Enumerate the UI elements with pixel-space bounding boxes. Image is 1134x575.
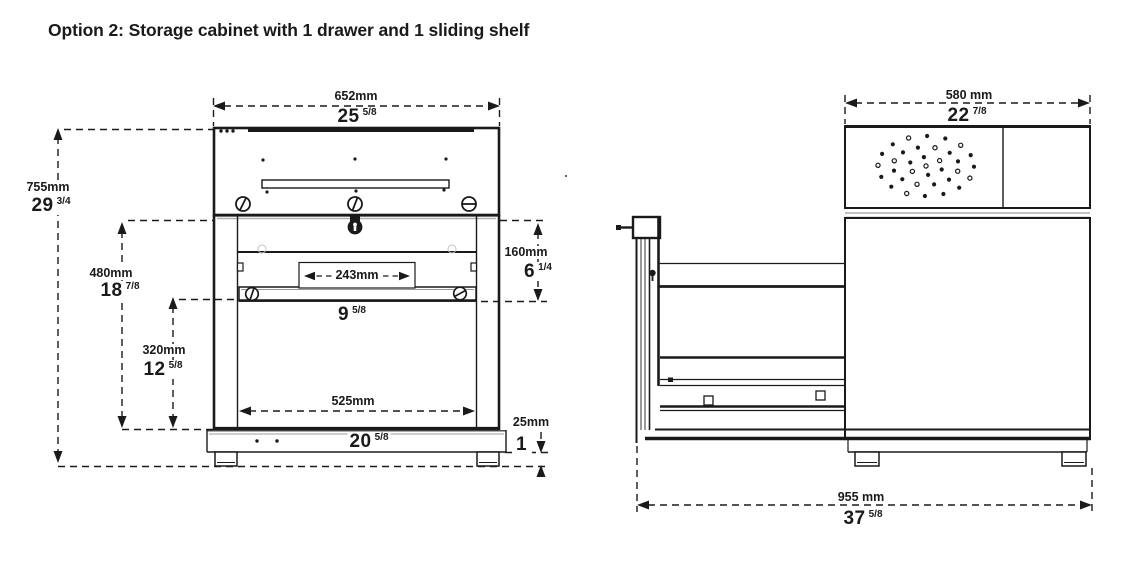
side-rails xyxy=(645,262,1090,441)
inch-value: 6 xyxy=(524,261,536,282)
front-base-feet xyxy=(206,426,507,467)
dim-foot-height-in: 1 xyxy=(513,434,533,455)
dim-opening-height-mm: 480mm xyxy=(87,266,135,280)
drawer-handle xyxy=(261,179,450,189)
inch-fraction: 5/8 xyxy=(362,107,377,118)
inch-value: 1 xyxy=(515,434,528,455)
side-view-dimension-lines xyxy=(636,95,1093,512)
sliding-shelf xyxy=(238,286,477,302)
dim-overall-depth-mm: 955 mm xyxy=(835,490,887,504)
side-feet xyxy=(854,451,1087,467)
inch-fraction: 7/8 xyxy=(972,106,987,117)
front-view-drawing xyxy=(206,126,507,467)
inch-value: 37 xyxy=(843,508,866,529)
inch-fraction: 5/8 xyxy=(352,305,366,316)
dim-opening-width-mm: 525mm xyxy=(329,394,377,408)
inch-value: 12 xyxy=(143,359,166,380)
inch-fraction: 5/8 xyxy=(868,509,883,520)
shelf-width-callout xyxy=(298,261,416,289)
inch-fraction: 3/4 xyxy=(56,196,71,207)
front-dimension-arrows xyxy=(53,101,546,477)
dim-top-depth-mm: 580 mm xyxy=(943,88,995,102)
dim-shelf-handle-width-mm: 243mm xyxy=(333,268,381,282)
lock-icon xyxy=(347,215,363,235)
inch-fraction: 5/8 xyxy=(168,360,183,371)
inch-value: 22 xyxy=(947,105,970,126)
inch-fraction: 7/8 xyxy=(125,281,140,292)
inch-value: 20 xyxy=(349,431,372,452)
perforation-dots xyxy=(875,133,977,199)
side-front-frame xyxy=(616,215,662,443)
inch-fraction: 1/4 xyxy=(538,262,552,273)
side-body xyxy=(844,217,1091,440)
inch-value: 18 xyxy=(100,280,123,301)
dim-overall-width-mm: 652mm xyxy=(332,89,380,103)
page-title: Option 2: Storage cabinet with 1 drawer … xyxy=(48,20,530,40)
inch-fraction: 5/8 xyxy=(374,432,389,443)
inch-value: 9 xyxy=(338,304,350,325)
side-view-drawing xyxy=(616,125,1091,467)
drawer-screw-icons xyxy=(235,196,477,212)
dim-shelf-height-mm: 320mm xyxy=(140,343,188,357)
dim-foot-height-mm: 25mm xyxy=(510,415,552,429)
dim-overall-height-mm: 755mm xyxy=(24,180,72,194)
speck xyxy=(564,174,568,178)
dim-drawer-section-height-mm: 160mm xyxy=(502,245,550,259)
side-top-box xyxy=(844,125,1091,209)
side-dimension-arrows xyxy=(637,98,1092,510)
inch-value: 29 xyxy=(31,195,54,216)
inch-value: 25 xyxy=(337,106,360,127)
